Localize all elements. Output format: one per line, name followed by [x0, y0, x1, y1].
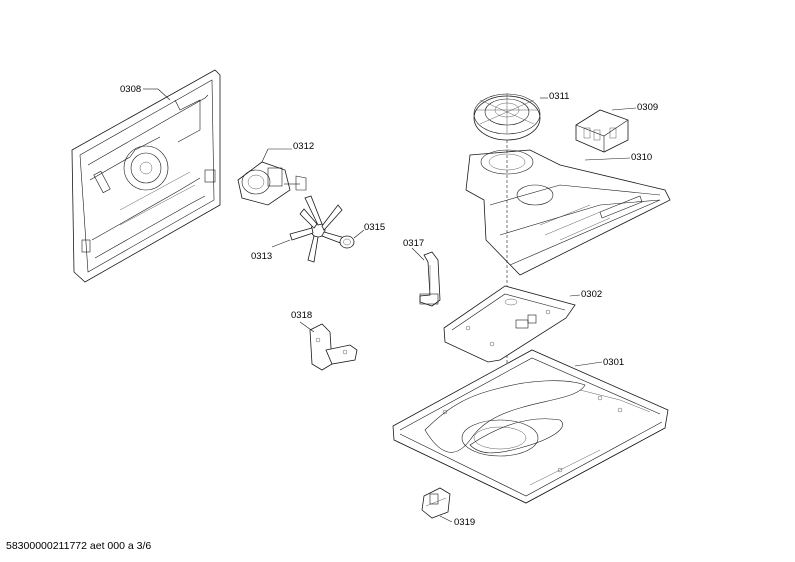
- callout-0318: 0318: [291, 310, 312, 321]
- part-0317-bracket: 0317: [403, 238, 441, 307]
- callout-0302: 0302: [581, 289, 602, 300]
- part-0311-heater-ring: 0311: [473, 91, 569, 141]
- callout-0315: 0315: [364, 222, 385, 233]
- callout-0310: 0310: [631, 152, 652, 163]
- part-0312-fan-motor: 0312: [237, 141, 314, 206]
- document-code: 58300000211772 aet 000 a 3/6: [6, 540, 152, 552]
- part-0313-fan-impeller: 0313: [251, 195, 346, 263]
- part-0319-clip: 0319: [421, 487, 475, 528]
- callout-0309: 0309: [637, 102, 658, 113]
- callout-0312: 0312: [293, 141, 314, 152]
- part-0302-plate: 0302: [443, 285, 602, 363]
- callout-0317: 0317: [403, 238, 424, 249]
- callout-0311: 0311: [549, 91, 569, 102]
- callout-0308: 0308: [120, 84, 141, 95]
- part-0309-bracket: 0309: [575, 102, 658, 153]
- part-0308-rear-panel: 0308: [71, 69, 221, 283]
- callout-0301: 0301: [603, 357, 624, 368]
- callout-0319: 0319: [454, 517, 475, 528]
- part-0310-fan-housing: 0310: [465, 149, 671, 276]
- part-0318-bracket: 0318: [291, 310, 358, 371]
- part-0301-base-tray: 0301: [392, 349, 669, 504]
- callout-0313: 0313: [251, 251, 272, 262]
- part-0315-nut: 0315: [339, 222, 385, 249]
